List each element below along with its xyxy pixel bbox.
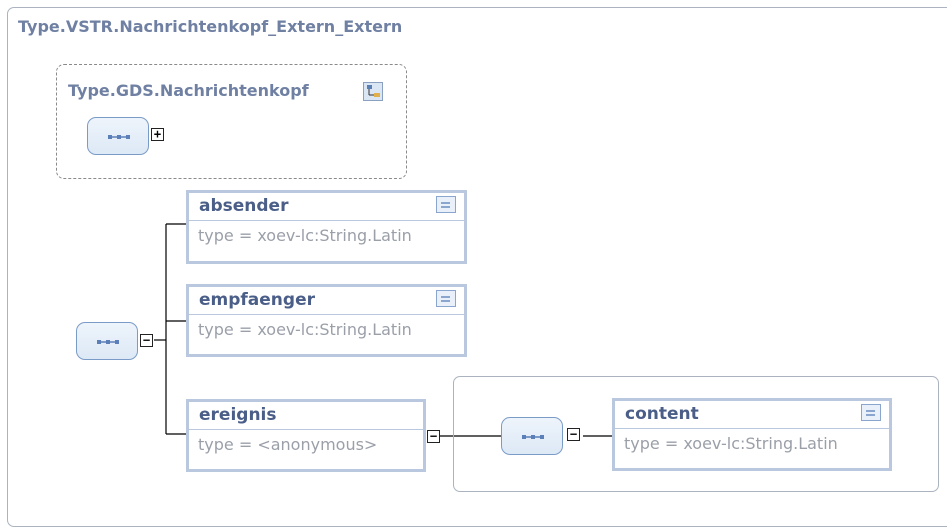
element-empfaenger[interactable]: empfaenger type = xoev-lc:String.Latin: [186, 284, 467, 357]
connector-lines: [154, 223, 612, 437]
element-header: empfaenger: [189, 287, 464, 315]
complex-type-title: Type.VSTR.Nachrichtenkopf_Extern_Extern: [18, 17, 403, 36]
element-header: content: [615, 401, 889, 429]
collapse-toggle[interactable]: −: [427, 430, 440, 443]
anonymous-type-box: [453, 376, 939, 492]
base-type-box: [56, 64, 407, 179]
documentation-icon[interactable]: [436, 196, 456, 213]
collapse-toggle[interactable]: −: [567, 428, 580, 441]
base-sequence-compositor[interactable]: [87, 117, 149, 155]
element-ereignis[interactable]: ereignis type = <anonymous>: [186, 399, 426, 472]
sequence-compositor[interactable]: [76, 322, 138, 360]
base-type-title[interactable]: Type.GDS.Nachrichtenkopf: [68, 81, 309, 100]
element-type: type = xoev-lc:String.Latin: [198, 320, 412, 339]
element-content[interactable]: content type = xoev-lc:String.Latin: [612, 398, 892, 471]
type-hierarchy-icon[interactable]: [363, 82, 383, 101]
element-type: type = <anonymous>: [198, 435, 378, 454]
element-type: type = xoev-lc:String.Latin: [198, 226, 412, 245]
documentation-icon[interactable]: [861, 404, 881, 421]
element-name: empfaenger: [199, 290, 315, 310]
element-name: content: [625, 404, 699, 424]
documentation-icon[interactable]: [436, 290, 456, 307]
anonymous-sequence-compositor[interactable]: [501, 417, 563, 455]
element-absender[interactable]: absender type = xoev-lc:String.Latin: [186, 190, 467, 264]
element-type: type = xoev-lc:String.Latin: [624, 434, 838, 453]
element-name: absender: [199, 196, 289, 216]
collapse-toggle[interactable]: −: [140, 334, 153, 347]
element-header: ereignis: [189, 402, 423, 430]
element-header: absender: [189, 193, 464, 221]
expand-toggle[interactable]: +: [151, 128, 164, 141]
element-name: ereignis: [199, 405, 277, 425]
